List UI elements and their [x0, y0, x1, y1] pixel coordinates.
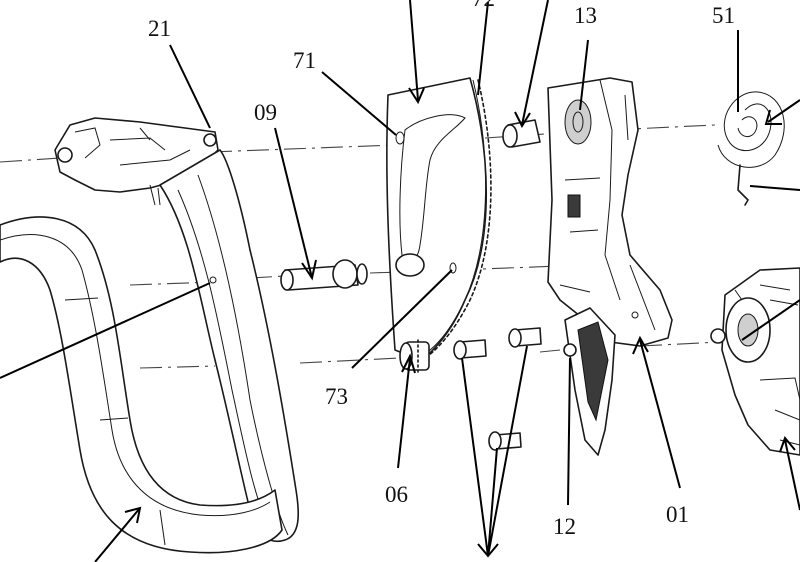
- leader-06: [397, 357, 411, 469]
- gear-teeth: [419, 79, 492, 363]
- bracket-detail: [74, 127, 191, 206]
- shaft-end-left: [280, 269, 294, 291]
- bushing: [502, 0, 549, 148]
- callout-12: 12: [553, 514, 576, 539]
- housing-bracket-01: 13 12 01: [547, 3, 689, 539]
- arrowhead-top-plate: [408, 87, 425, 105]
- leader-21: [169, 44, 211, 129]
- leader-pedal-pad: [94, 507, 141, 562]
- arm-hole: [209, 276, 217, 284]
- callout-01: 01: [666, 502, 689, 527]
- sensor-shaft: [710, 328, 726, 344]
- sensor-module: [710, 267, 800, 511]
- gear-rim: [417, 79, 487, 359]
- housing-body: [547, 77, 673, 347]
- sector-plate: [386, 77, 488, 361]
- axis-middle: [129, 265, 561, 286]
- leader-sensor: [741, 299, 800, 341]
- sector-slot: [399, 114, 466, 261]
- housing-bearing-bore: [572, 111, 584, 133]
- screws: [453, 327, 542, 558]
- housing-bearing: [564, 99, 592, 145]
- bracket-pin: [203, 133, 217, 147]
- screw-a-head: [453, 340, 467, 360]
- callout-72: 72: [472, 0, 495, 11]
- axis-lower: [139, 341, 721, 369]
- arrowhead-sensor-bottom: [779, 436, 796, 453]
- arrowhead-pedal-pad: [124, 506, 142, 524]
- pedal-pad-edge: [0, 234, 271, 546]
- sensor-detail: [734, 284, 800, 446]
- leader-13: [579, 39, 589, 111]
- leader-screws: [461, 345, 528, 557]
- arm-outer: [159, 149, 300, 542]
- sensor-housing: [721, 267, 800, 456]
- leader-spring-tail: [749, 185, 800, 191]
- bushing-face: [502, 124, 518, 148]
- leader-sensor-bottom: [784, 439, 800, 511]
- spring-tail: [737, 164, 749, 206]
- shaft-collar: [332, 259, 358, 289]
- arrowhead-01: [632, 335, 649, 355]
- leader-09: [274, 127, 313, 279]
- screw-c-head: [488, 431, 502, 451]
- bracket-bolt: [57, 147, 73, 163]
- arrowhead-bushing: [514, 111, 531, 129]
- spiral-spring-51: 51: [712, 3, 800, 206]
- hole-73: [449, 262, 457, 274]
- callout-51: 51: [712, 3, 735, 28]
- hole-71: [395, 131, 405, 145]
- lower-lever-web: [577, 321, 609, 422]
- arrowhead-06: [401, 353, 416, 374]
- housing-hole: [631, 311, 639, 319]
- screw-b-head: [508, 328, 522, 348]
- callout-09: 09: [254, 100, 277, 125]
- leader-72: [477, 1, 489, 96]
- leader-73: [351, 269, 453, 369]
- assembly-axes: [0, 124, 721, 369]
- shaft-09: 09: [254, 100, 368, 291]
- pedal-arm-assembly: 21: [0, 16, 300, 562]
- pedal-pad: [0, 216, 283, 554]
- lever-pin: [563, 343, 577, 357]
- spring-coils: [717, 91, 785, 168]
- axis-upper: [0, 124, 716, 163]
- shaft-end-right: [356, 263, 368, 285]
- leader-12: [567, 357, 571, 506]
- spring-coils-inner: [737, 116, 758, 137]
- leader-71: [321, 71, 397, 136]
- arrowhead-09: [301, 259, 317, 281]
- leader-01: [639, 339, 681, 489]
- callout-21: 21: [148, 16, 171, 41]
- sector-gear-plate: 71 72 73: [293, 0, 495, 409]
- leader-spring-right: [767, 99, 800, 123]
- pinion-06: 06: [385, 339, 430, 507]
- callout-06: 06: [385, 482, 408, 507]
- arrowhead-screws: [477, 543, 499, 558]
- housing-ribs: [559, 79, 656, 331]
- leader-top-plate: [409, 0, 419, 101]
- arrowhead-spring-right: [764, 109, 782, 125]
- sector-hub: [395, 253, 425, 277]
- leader-arm-hole: [0, 282, 211, 379]
- callout-73: 73: [325, 384, 348, 409]
- housing-slot: [567, 194, 581, 218]
- leader-bushing: [521, 0, 549, 126]
- callout-71: 71: [293, 48, 316, 73]
- callout-13: 13: [574, 3, 597, 28]
